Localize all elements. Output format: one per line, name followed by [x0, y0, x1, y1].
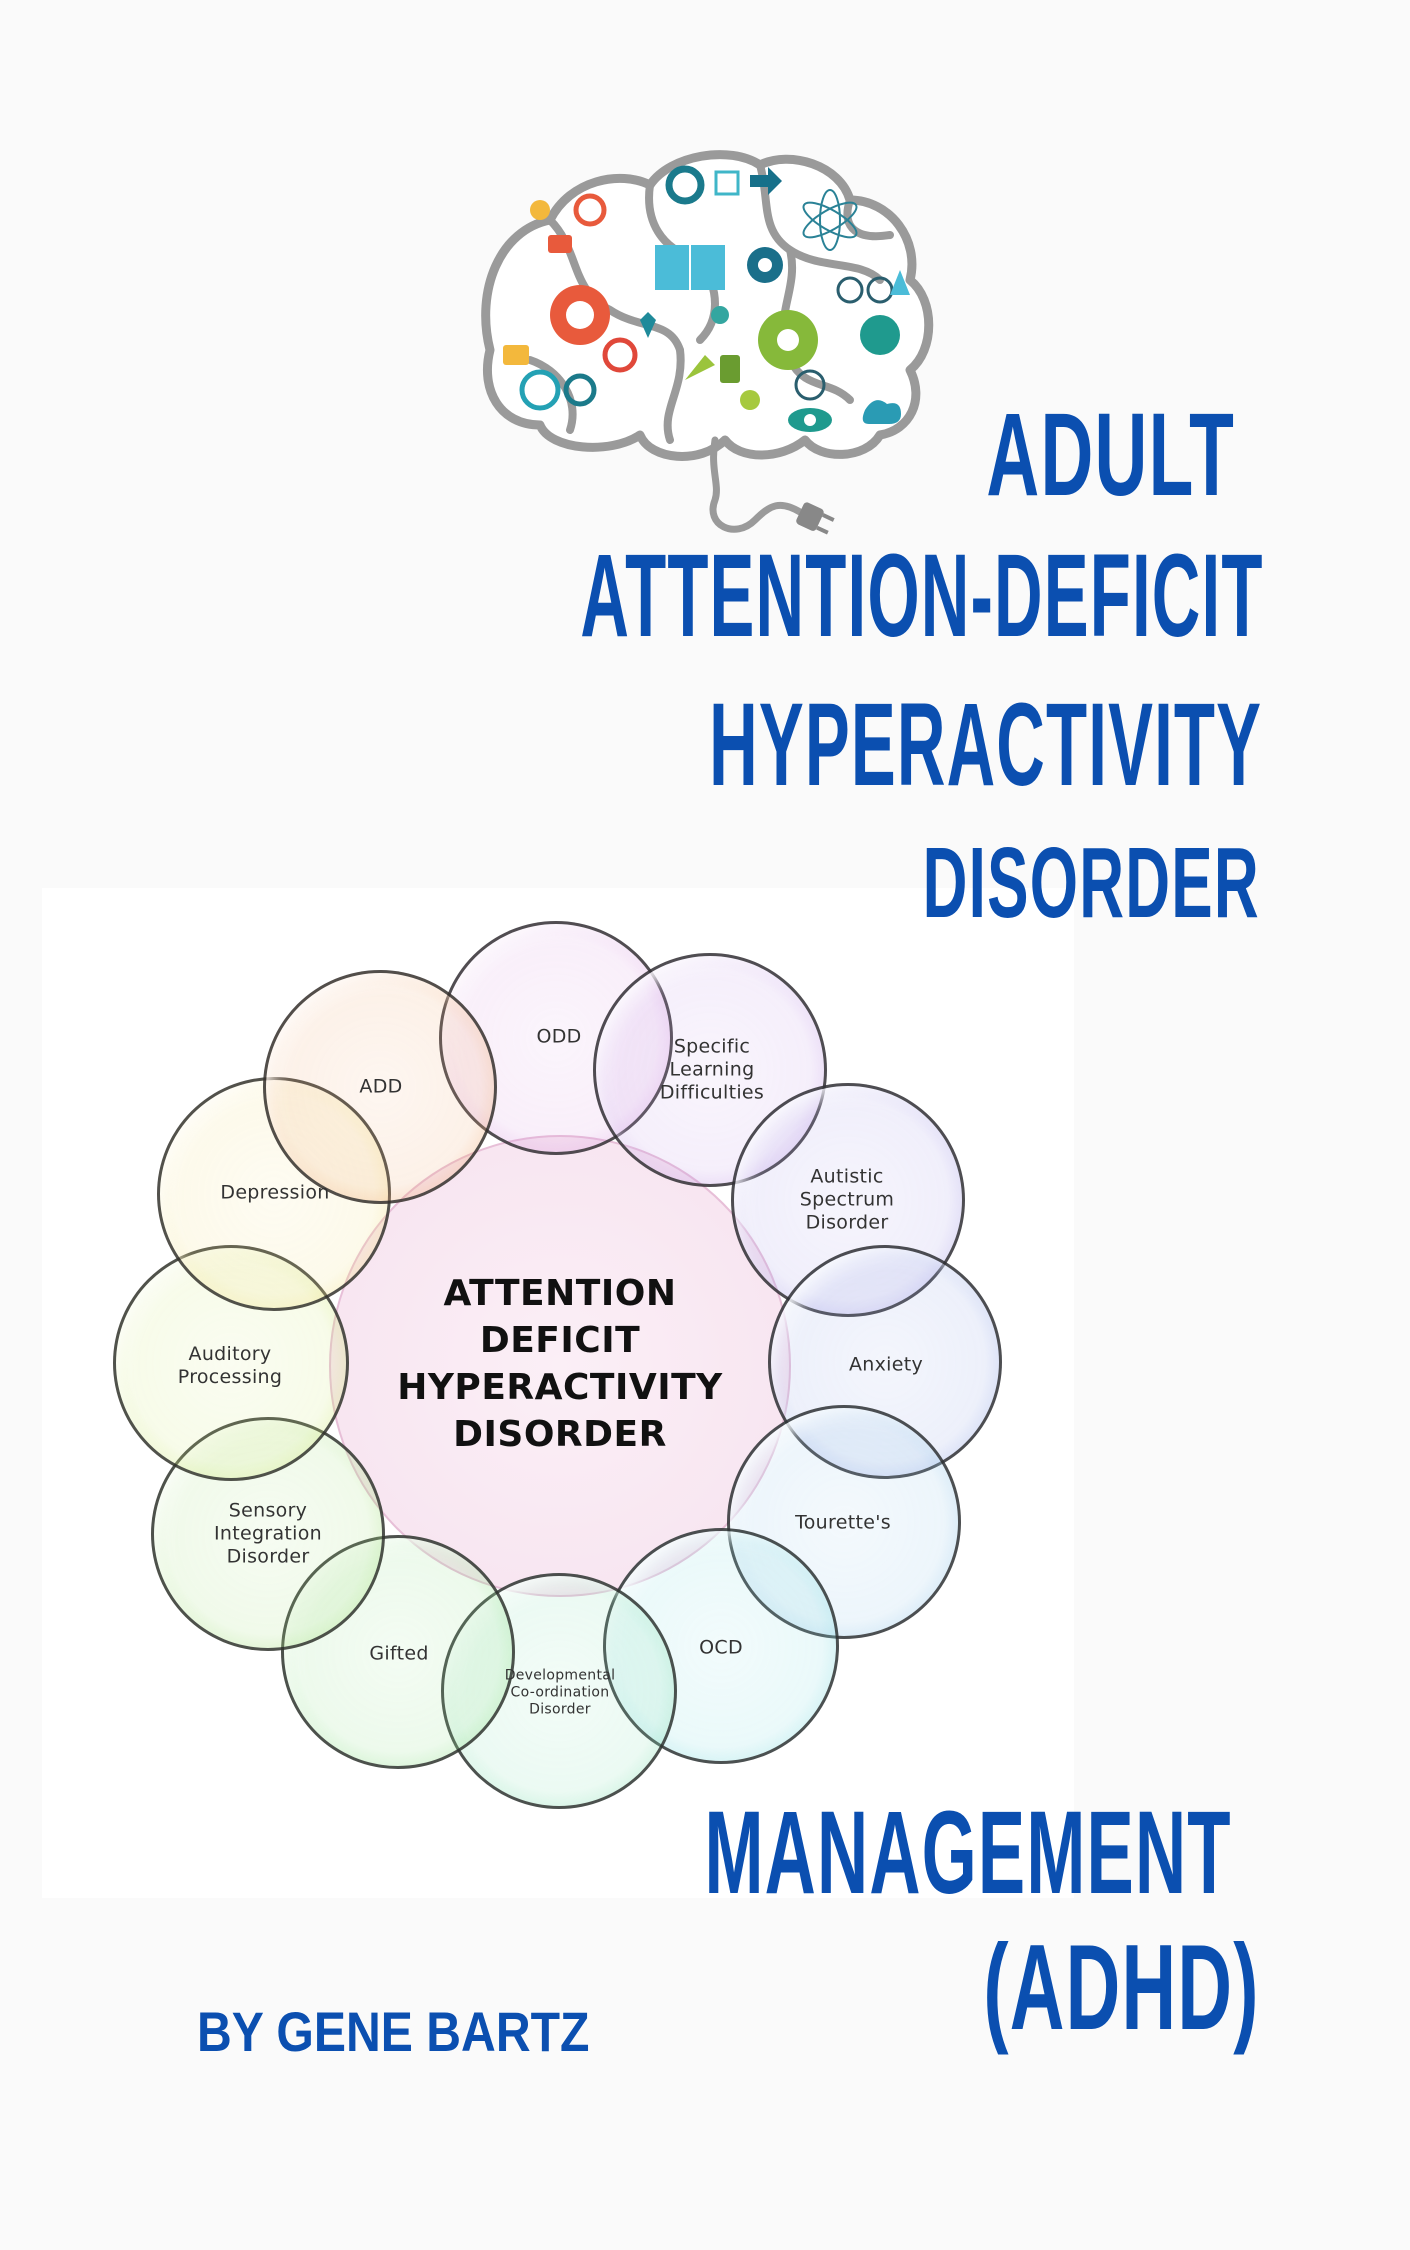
title-line-disorder: DISORDER [922, 827, 1260, 939]
circle-add [263, 970, 497, 1204]
subtitle-line-management: MANAGEMENT [704, 1787, 1232, 1919]
title-line-hyperactivity: HYPERACTIVITY [709, 679, 1262, 811]
author-byline: BY GENE BARTZ [197, 2000, 590, 2063]
subtitle-line-adhd: (ADHD) [983, 1919, 1260, 2055]
brain-illustration-icon [481, 150, 934, 535]
title-line-attention-deficit: ATTENTION-DEFICIT [580, 530, 1264, 662]
title-line-adult: ADULT [986, 389, 1235, 521]
